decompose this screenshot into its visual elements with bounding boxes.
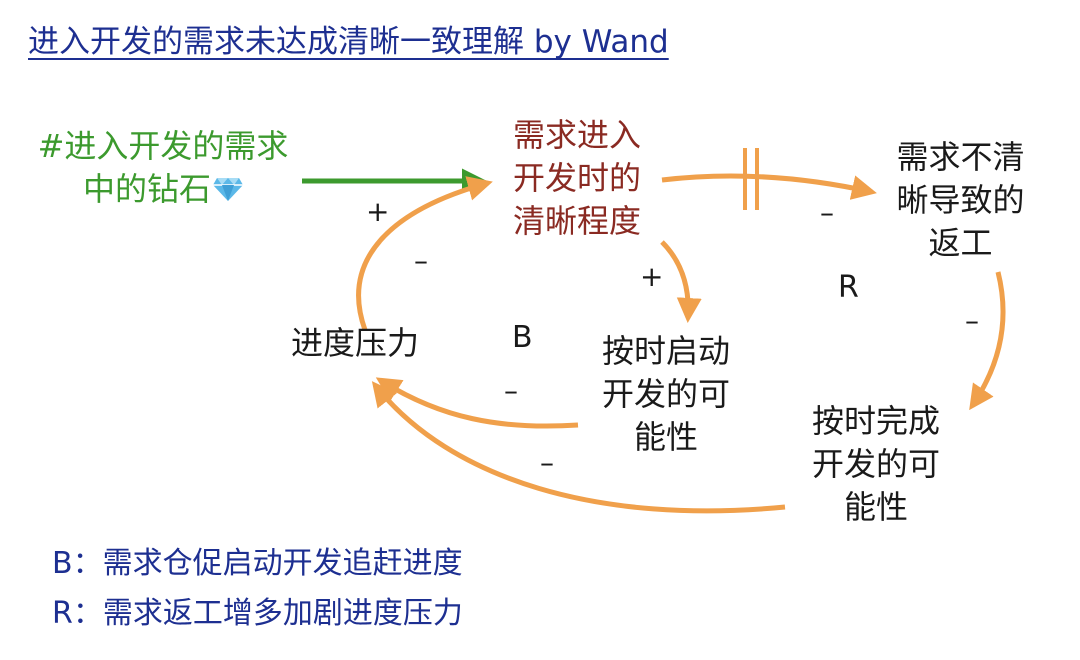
sign-rework-to-finish: –: [965, 304, 979, 337]
link-finish-to-pressure: [371, 381, 786, 514]
node-rework-line-2: 晰导致的: [896, 181, 1025, 219]
node-start-on-time: 按时启动 开发的可 能性: [586, 330, 746, 459]
diagram-title: 进入开发的需求未达成清晰一致理解 by Wand: [28, 24, 669, 60]
node-start-line-3: 能性: [633, 418, 698, 456]
loop-label-reinforcing: R: [838, 270, 859, 305]
sign-start-to-pressure: –: [504, 374, 518, 407]
loop-label-balancing: B: [512, 320, 533, 355]
node-pressure: 进度压力: [280, 322, 430, 365]
node-diamonds: #进入开发的需求 中的钻石: [18, 125, 308, 211]
link-start-to-pressure: [375, 377, 579, 429]
sign-diamonds-to-clarity: +: [366, 195, 390, 228]
node-diamonds-line-2-text: 中的钻石: [82, 170, 211, 208]
node-clarity: 需求进入 开发时的 清晰程度: [492, 114, 662, 243]
sign-clarity-to-start: +: [640, 260, 664, 293]
link-rework-to-finish: [969, 271, 1006, 411]
sign-pressure-to-clarity: –: [414, 244, 428, 277]
link-clarity-to-start: [660, 240, 702, 323]
node-start-line-2: 开发的可: [601, 375, 730, 413]
link-pressure-to-clarity: [356, 176, 493, 331]
node-rework-line-1: 需求不清: [896, 138, 1025, 176]
node-clarity-line-3: 清晰程度: [512, 202, 641, 240]
node-finish-on-time: 按时完成 开发的可 能性: [796, 400, 956, 529]
sign-finish-to-pressure: –: [540, 446, 554, 479]
legend-balancing: B：需求仓促启动开发追赶进度: [52, 546, 463, 581]
node-pressure-line-1: 进度压力: [290, 324, 419, 362]
node-start-line-1: 按时启动: [601, 332, 730, 370]
diamond-icon: [213, 178, 243, 201]
sign-clarity-to-rework: –: [820, 196, 834, 229]
node-clarity-line-1: 需求进入: [512, 116, 641, 154]
legend-reinforcing: R：需求返工增多加剧进度压力: [52, 596, 463, 631]
node-finish-line-1: 按时完成: [811, 402, 940, 440]
node-rework: 需求不清 晰导致的 返工: [878, 136, 1043, 265]
node-rework-line-3: 返工: [928, 224, 993, 262]
node-diamonds-line-2: 中的钻石: [18, 168, 308, 211]
node-finish-line-2: 开发的可: [811, 445, 940, 483]
node-clarity-line-2: 开发时的: [512, 159, 641, 197]
node-finish-line-3: 能性: [843, 488, 908, 526]
link-clarity-to-rework: [661, 173, 877, 200]
node-diamonds-line-1: #进入开发的需求: [37, 127, 289, 165]
